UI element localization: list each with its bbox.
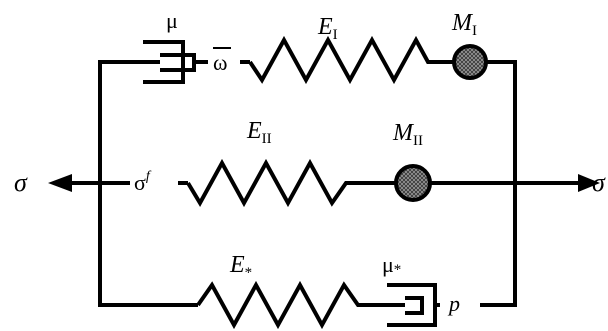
spring-E-star bbox=[196, 280, 405, 330]
dashpot-mu bbox=[143, 40, 208, 84]
label-mu-star: μ* bbox=[382, 252, 401, 278]
mass-M-I bbox=[452, 44, 488, 80]
left-arrow-head bbox=[48, 174, 72, 192]
label-p: p bbox=[447, 291, 460, 316]
label-omega-bar: ω bbox=[213, 50, 227, 75]
label-E-II: EII bbox=[246, 118, 272, 147]
label-E-star: E* bbox=[229, 252, 252, 281]
label-E-I: EI bbox=[317, 14, 338, 43]
label-M-II: MII bbox=[392, 120, 423, 149]
label-mu: μ bbox=[166, 8, 178, 33]
spring-E-II bbox=[186, 158, 396, 208]
label-sigma-right: σ bbox=[592, 168, 606, 197]
label-M-I: MI bbox=[451, 10, 477, 39]
label-sigma-f: σf bbox=[134, 169, 152, 195]
spring-E-I bbox=[248, 35, 455, 85]
label-sigma-left: σ bbox=[14, 168, 28, 197]
mass-M-II bbox=[394, 164, 432, 202]
right-arrow-head bbox=[578, 174, 600, 192]
dashpot-mu-star bbox=[387, 283, 440, 327]
